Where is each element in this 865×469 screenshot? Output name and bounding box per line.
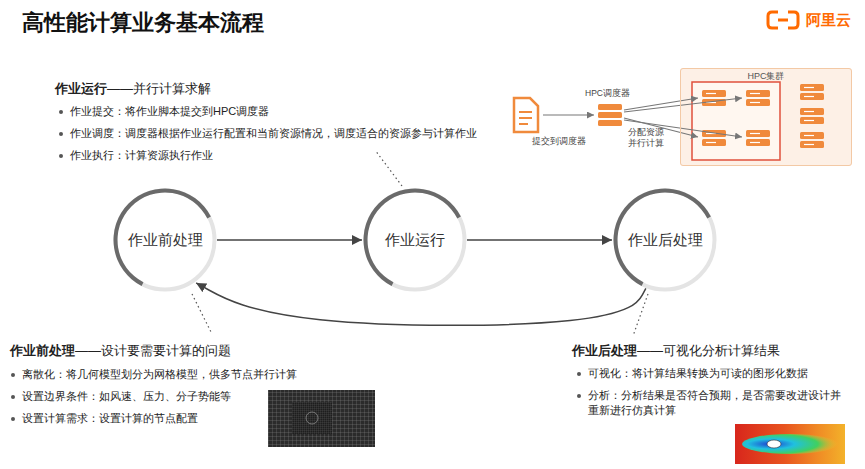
arrow-label: 提交到调度器 (532, 136, 586, 147)
logo-text: 阿里云 (806, 10, 851, 30)
bullet-dot (11, 395, 15, 399)
cfd-picture (735, 424, 845, 464)
process-circle: 作业运行 (363, 188, 467, 292)
bullet-dot (577, 372, 581, 376)
allocated-group (692, 82, 780, 160)
section-subtitle: ——设计要需要计算的问题 (75, 342, 231, 360)
bullet-item: 设置边界条件：如风速、压力、分子势能等 (22, 389, 231, 404)
node-label: 作业前处理 (128, 231, 203, 250)
scheduler-icon (598, 104, 622, 126)
bullet-item: 可视化：将计算结果转换为可读的图形化数据 (588, 366, 808, 381)
server-icons (702, 84, 824, 148)
node-label: 作业后处理 (628, 231, 703, 250)
bullet-dot (59, 110, 63, 114)
title: 高性能计算业务基本流程 (22, 8, 264, 38)
bullet-dot (59, 132, 63, 136)
bullet-item: 作业调度：调度器根据作业运行配置和当前资源情况，调度适合的资源参与计算作业 (70, 126, 477, 141)
arrow-label: 分配资源 并行计算 (628, 127, 668, 150)
logo-icon (768, 12, 798, 28)
process-circle: 作业前处理 (113, 188, 217, 292)
flow-arrow (467, 239, 612, 241)
cluster-box: HPC集群 (680, 68, 852, 166)
bullet-dot (59, 154, 63, 158)
bullet-item: 作业提交：将作业脚本提交到HPC调度器 (70, 104, 269, 119)
cluster-ground (680, 68, 852, 166)
section-heading: 作业前处理 (10, 342, 75, 360)
section-subtitle: ——并行计算求解 (107, 80, 211, 98)
submit-arrow (543, 114, 594, 115)
section-heading: 作业后处理 (572, 342, 637, 360)
flow-arrow (217, 239, 362, 241)
bullet-item: 分析：分析结果是否符合预期，是否需要改进设计并重新进行仿真计算 (588, 388, 850, 418)
cluster-label: HPC集群 (681, 70, 851, 83)
section-heading: 作业运行 (55, 80, 107, 98)
section-subtitle: ——可视化分析计算结果 (637, 342, 780, 360)
node-label: 作业运行 (385, 231, 445, 250)
bullet-item: 离散化：将几何模型划分为网格模型，供多节点并行计算 (22, 367, 297, 382)
icon-label: HPC调度器 (585, 88, 630, 99)
bullet-item: 作业执行：计算资源执行作业 (70, 148, 213, 163)
bullet-dot (577, 394, 581, 398)
bullet-dot (11, 417, 15, 421)
bullet-item: 设置计算需求：设置计算的节点配置 (22, 411, 198, 426)
document-icon (514, 98, 538, 132)
mesh-picture (268, 390, 375, 447)
bullet-dot (11, 373, 15, 377)
process-circle: 作业后处理 (613, 188, 717, 292)
leader-lines (192, 150, 648, 336)
